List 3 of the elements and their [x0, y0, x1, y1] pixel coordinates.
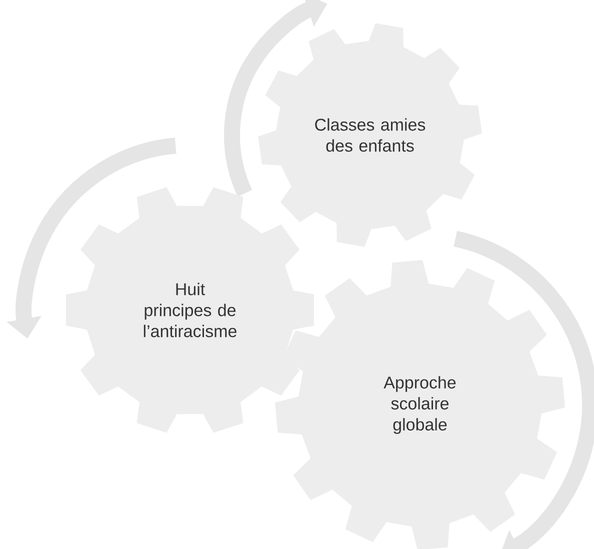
gear: Approche scolaire globale: [275, 260, 565, 549]
gear: Classes amies des enfants: [258, 23, 482, 247]
gear: Huit principes de l’antiracisme: [66, 187, 314, 433]
